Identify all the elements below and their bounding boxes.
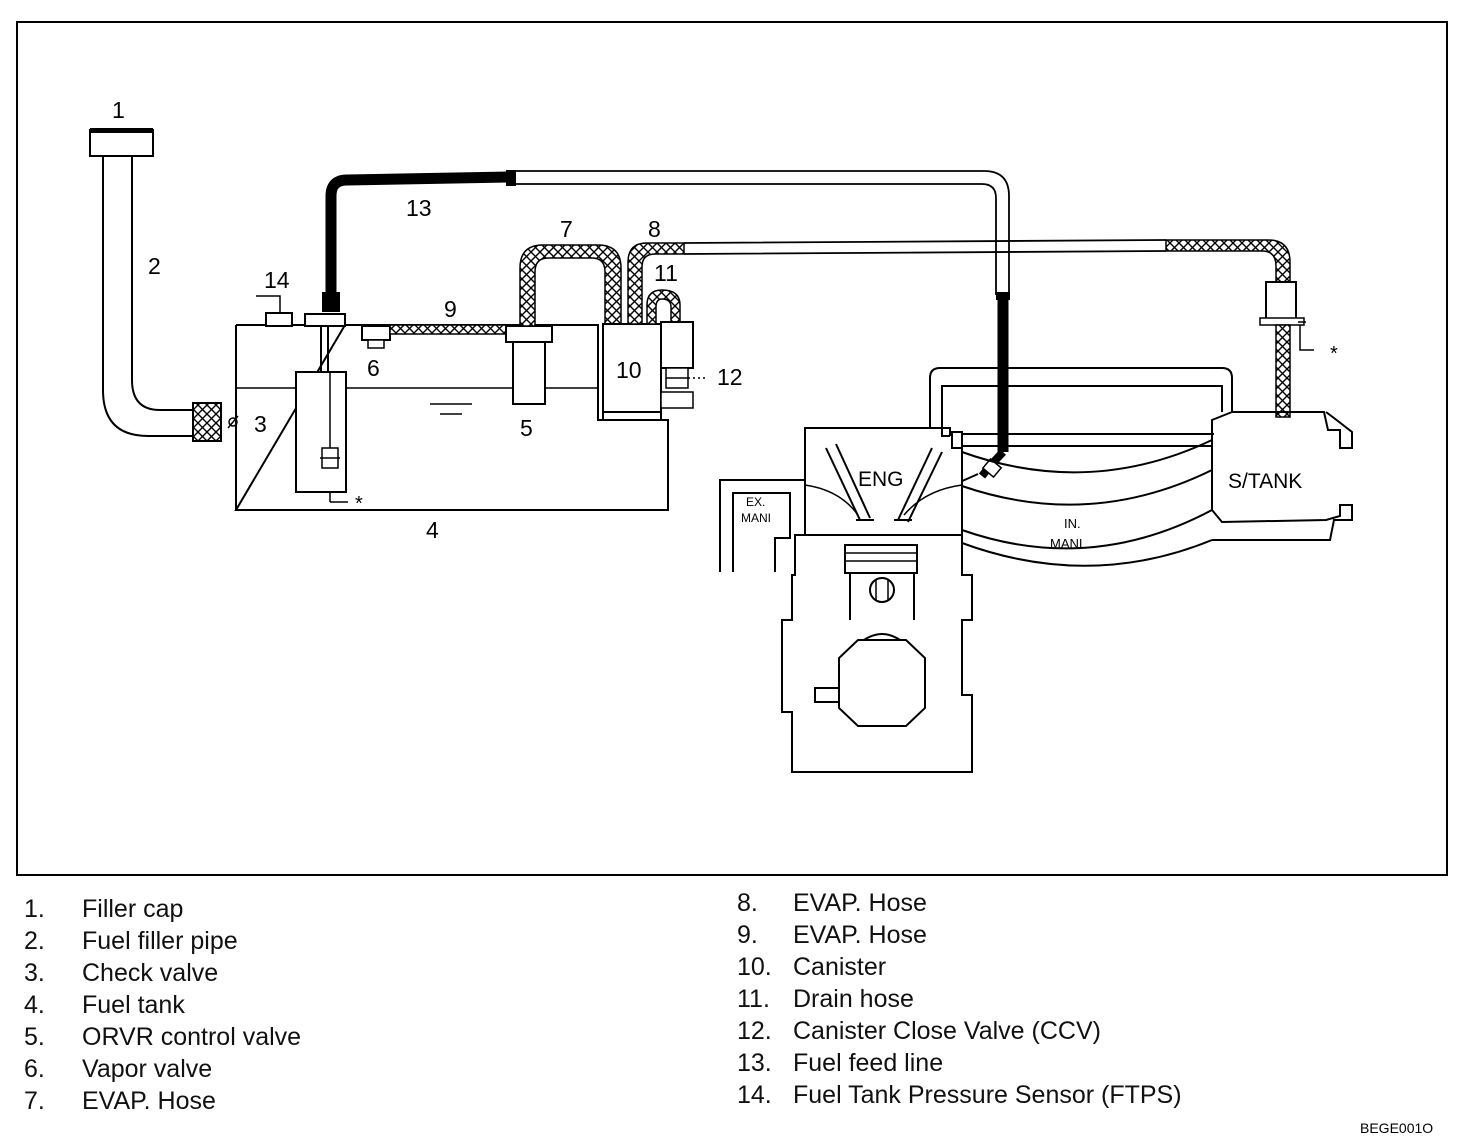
purge-solenoid [1259,281,1314,351]
label-in-mani-2: MANI [1050,536,1083,551]
fuel-pump-module [295,326,348,503]
evap-hose-9 [389,324,511,335]
fuel-rail [951,431,1214,449]
legend-item-number: 4. [24,991,45,1019]
star-marker-purge: * [1330,343,1338,365]
label-s-tank: S/TANK [1228,470,1302,493]
legend-item-number: 12. [737,1017,772,1045]
drain-hose [646,289,681,325]
callout-8: 8 [648,216,661,242]
legend-item-text: Canister Close Valve (CCV) [793,1017,1101,1045]
callout-14: 14 [264,267,290,293]
canister-close-valve [660,321,706,409]
legend-right: 8. EVAP. Hose 9. EVAP. Hose 10. Canister 11. Dr… [737,887,1237,1113]
callout-3: 3 [254,411,267,437]
label-ex-mani-1: EX. [746,495,765,509]
legend-item-text: Fuel tank [82,991,185,1019]
label-ex-mani-2: MANI [741,511,771,525]
legend-item-text: Drain hose [793,985,914,1013]
fuel-filler-pipe [102,156,195,437]
injector [959,449,1006,483]
legend-item-number: 8. [737,889,758,917]
callout-7: 7 [560,216,573,242]
feed-flange [304,313,346,327]
fuel-feed-line [515,170,1010,295]
exhaust-manifold [719,479,805,572]
legend-item-text: EVAP. Hose [793,889,927,917]
legend-item-number: 13. [737,1049,772,1077]
callout-6: 6 [367,355,380,381]
vapor-valve [361,325,391,349]
engine-block [781,427,973,773]
callout-12: 12 [717,364,743,390]
star-marker-tank: * [355,493,363,515]
callout-9: 9 [444,296,457,322]
diagram-frame [16,21,1448,876]
callout-2: 2 [148,253,161,279]
fuel-feed-line-dark [325,171,511,300]
legend-item-number: 6. [24,1055,45,1083]
legend-left: 1. Filler cap 2. Fuel filler pipe 3. Check va… [24,893,424,1119]
legend-item-text: Check valve [82,959,219,987]
legend-item-number: 11. [737,985,770,1013]
filler-cap [89,128,154,157]
intake-manifold [961,439,1213,567]
check-valve [192,402,222,442]
callout-1: 1 [112,97,125,123]
evap-system-diagram: 1 2 3 4 5 6 7 8 9 10 11 12 13 14 * * ENG… [16,21,1448,876]
legend-item-text: ORVR control valve [82,1023,302,1051]
purge-line-hatched [1165,239,1291,287]
callout-13: 13 [406,195,432,221]
purge-line [683,239,1167,255]
legend-item-number: 5. [24,1023,45,1051]
legend-item-number: 14. [737,1081,772,1109]
legend-item-number: 1. [24,895,45,923]
legend-item-text: EVAP. Hose [793,921,927,949]
callout-5: 5 [520,415,533,441]
legend-item-number: 3. [24,959,45,987]
legend-item-text: Fuel feed line [793,1049,944,1077]
legend-item-number: 2. [24,927,45,955]
orvr-control-valve [505,325,553,405]
ftps-sensor [256,295,293,327]
legend-item-text: Fuel filler pipe [82,927,238,955]
evap-hose-7 [519,244,622,327]
figure-code: BEGE001O [1360,1120,1434,1136]
fuel-tank [234,324,669,511]
legend-item-text: Filler cap [82,895,184,923]
label-eng: ENG [858,468,904,491]
legend-item-number: 10. [737,953,772,981]
purge-hose-to-tank [1275,324,1291,418]
legend-item-text: Canister [793,953,887,981]
legend-item-text: EVAP. Hose [82,1087,216,1115]
label-in-mani-1: IN. [1064,516,1081,531]
callout-10: 10 [616,357,642,383]
surge-tank [929,367,1353,541]
legend-item-text: Fuel Tank Pressure Sensor (FTPS) [793,1081,1182,1109]
callout-11: 11 [654,260,678,286]
legend-item-text: Vapor valve [82,1055,213,1083]
legend-item-number: 7. [24,1087,45,1115]
legend-item-number: 9. [737,921,758,949]
callout-4: 4 [426,517,439,543]
